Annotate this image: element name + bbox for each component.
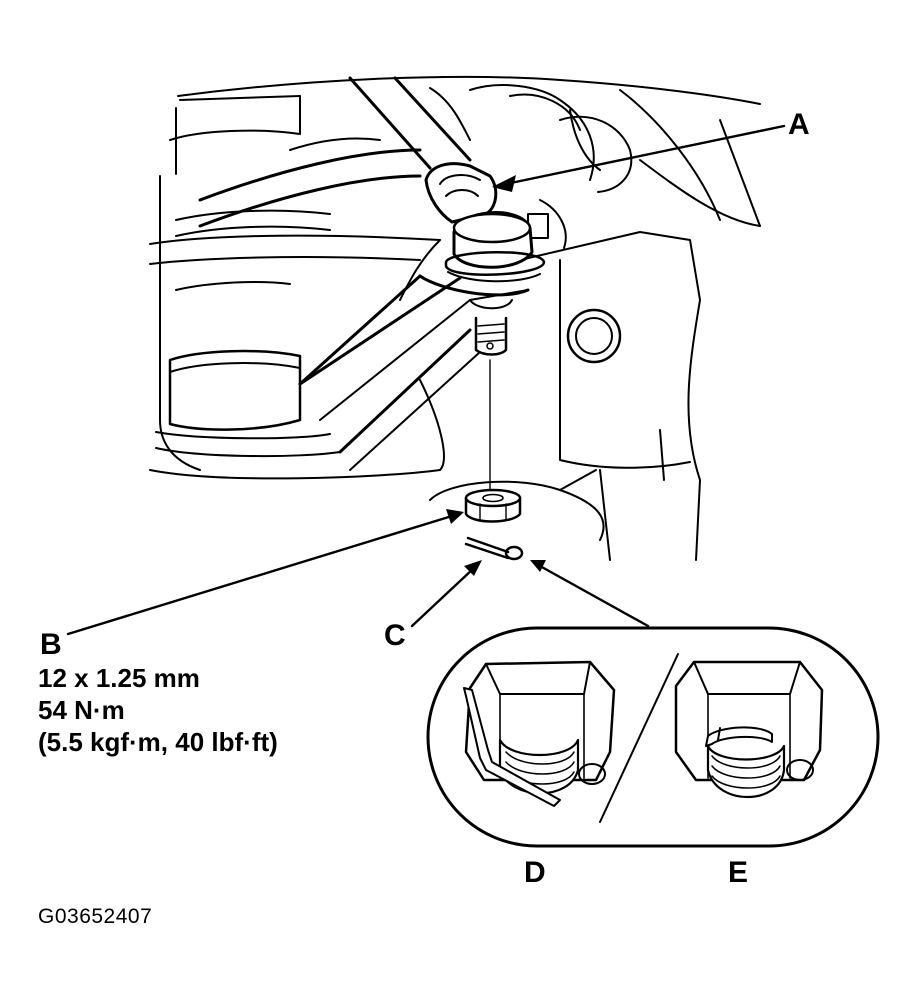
spec-thread-size: 12 x 1.25 mm [38,663,200,693]
callout-a-label: A [788,108,810,141]
spec-torque-nm: 54 N·m [38,695,125,725]
callout-d-label: D [524,856,546,889]
castle-nut [464,488,522,523]
callout-b-label: B [40,628,62,661]
tie-rod-end [298,162,546,491]
spec-torque-imperial: (5.5 kgf·m, 40 lbf·ft) [38,727,278,757]
detail-e-nut [674,660,824,799]
detail-d-nut [463,660,616,807]
chassis-background [149,75,761,561]
cotter-pin [464,536,524,561]
leader-lines [66,124,786,636]
figure-id: G03652407 [38,905,153,928]
callout-e-label: E [728,856,749,889]
cotter-pin-detail-inset [426,626,880,848]
callout-c-label: C [384,619,406,652]
torque-spec: 12 x 1.25 mm 54 N·m (5.5 kgf·m, 40 lbf·f… [38,662,278,758]
